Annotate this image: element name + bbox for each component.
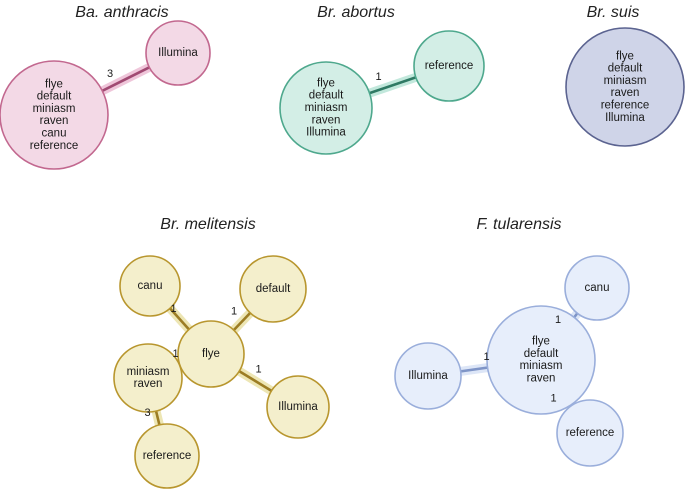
edge-weight-label: 1 — [555, 314, 561, 326]
edge-weight-label: 1 — [231, 305, 237, 317]
node-circle — [266, 375, 330, 439]
node-label-line: reference — [566, 427, 615, 439]
node-label-line: Illumina — [605, 112, 645, 124]
node-label-line: miniasm — [305, 102, 348, 114]
node-label-line: flye — [45, 78, 63, 90]
node-default[interactable]: default — [239, 255, 307, 323]
node-label-line: canu — [585, 282, 610, 294]
node-canu[interactable]: canu — [564, 255, 630, 321]
edge-weight-label: 1 — [550, 392, 556, 404]
node-circle — [177, 320, 245, 388]
node-circle — [556, 399, 624, 467]
node-label-line: miniasm — [520, 360, 563, 372]
node-illumina[interactable]: Illumina — [266, 375, 330, 439]
panel-title: Br. melitensis — [160, 216, 255, 233]
node-label-line: canu — [42, 127, 67, 139]
node-circle — [0, 60, 109, 170]
panel-title: Br. abortus — [317, 4, 395, 21]
node-label-line: raven — [611, 87, 640, 99]
node-circle — [145, 20, 211, 86]
node-reference[interactable]: reference — [413, 30, 485, 102]
node-circle — [565, 27, 685, 147]
node-label-line: Illumina — [278, 401, 318, 413]
node-label-line: default — [608, 63, 643, 75]
node-label-line: reference — [143, 450, 192, 462]
node-label-line: canu — [138, 280, 163, 292]
node-circle — [413, 30, 485, 102]
node-label-line: Illumina — [408, 370, 448, 382]
node-illumina[interactable]: Illumina — [394, 342, 462, 410]
edge-weight-label: 3 — [144, 407, 150, 419]
node-circle — [239, 255, 307, 323]
edge-weight-label: 1 — [375, 71, 381, 83]
node-canu[interactable]: canu — [119, 255, 181, 317]
node-label-line: Illumina — [306, 127, 346, 139]
node-label-line: miniasm — [127, 366, 170, 378]
node-reference[interactable]: reference — [134, 423, 200, 489]
node-circle — [119, 255, 181, 317]
node-circle — [279, 61, 373, 155]
node-label-line: miniasm — [604, 75, 647, 87]
node-circle — [134, 423, 200, 489]
node-flye[interactable]: flye — [177, 320, 245, 388]
node-label-line: reference — [601, 99, 650, 111]
panel-title: Br. suis — [587, 4, 640, 21]
edge-weight-label: 1 — [170, 303, 176, 315]
node-label-line: raven — [527, 372, 556, 384]
panel-title: F. tularensis — [476, 216, 561, 233]
node-label-line: default — [37, 91, 72, 103]
node-label-line: flye — [616, 50, 634, 62]
edge-weight-label: 1 — [483, 351, 489, 363]
node-label-line: raven — [134, 378, 163, 390]
node-circle — [113, 343, 183, 413]
node-label-line: raven — [312, 114, 341, 126]
node-illumina[interactable]: Illumina — [145, 20, 211, 86]
node-label-line: default — [256, 283, 291, 295]
node-label-line: reference — [425, 60, 474, 72]
node-circle — [394, 342, 462, 410]
edge-weight-label: 1 — [172, 348, 178, 360]
node-reference[interactable]: reference — [556, 399, 624, 467]
node-label-line: flye — [532, 336, 550, 348]
node-label-line: default — [309, 90, 344, 102]
node-label-line: miniasm — [33, 103, 76, 115]
node-label-line: flye — [317, 77, 335, 89]
panel-title: Ba. anthracis — [75, 4, 168, 21]
node-label-line: reference — [30, 140, 79, 152]
edge-weight-label: 3 — [107, 68, 113, 80]
edge-weight-label: 1 — [255, 363, 261, 375]
node-circle — [486, 305, 596, 415]
node-label-line: default — [524, 348, 559, 360]
node-label-line: Illumina — [158, 47, 198, 59]
node-label-line: flye — [202, 348, 220, 360]
node-label-line: raven — [40, 115, 69, 127]
node-circle — [564, 255, 630, 321]
